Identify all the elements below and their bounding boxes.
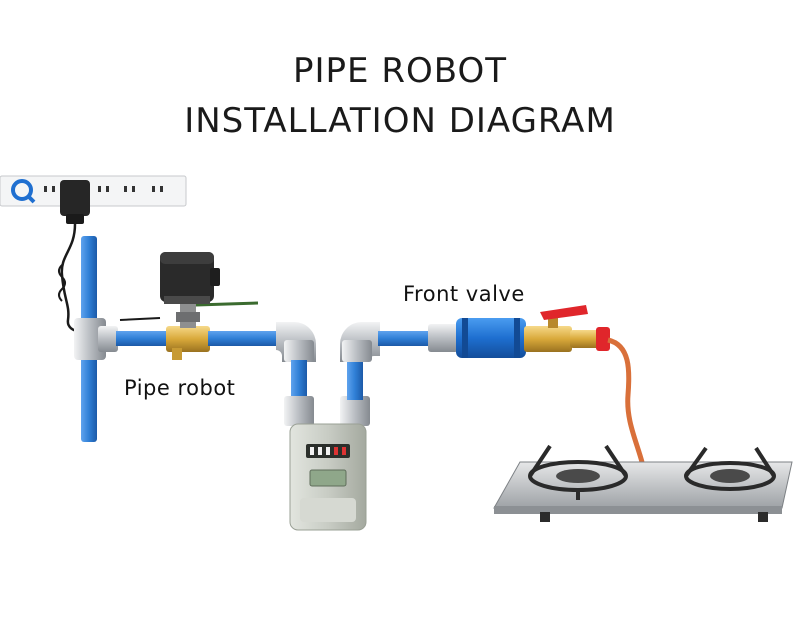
pipe-coupling <box>340 396 370 426</box>
pipe-segment <box>208 331 284 346</box>
pipe-segment <box>347 356 363 400</box>
pipe-coupling <box>284 396 314 426</box>
gas-stove <box>493 444 793 522</box>
title-line-1: PIPE ROBOT <box>293 51 507 91</box>
elbow-fitting <box>340 322 380 362</box>
front-valve <box>524 305 610 352</box>
gas-hose <box>607 337 645 463</box>
front-valve-body <box>456 318 526 358</box>
gas-meter <box>289 423 367 531</box>
title-line-2: INSTALLATION DIAGRAM <box>184 101 616 141</box>
pipe-coupling <box>428 324 458 352</box>
power-strip-icon <box>0 175 187 207</box>
pipe-robot-label: Pipe robot <box>124 376 236 400</box>
pipe-robot-actuator <box>119 252 220 321</box>
pipe-segment <box>291 360 307 400</box>
pipe-segment <box>378 331 434 346</box>
pipe-segment <box>116 331 168 346</box>
diagram-title: PIPE ROBOT INSTALLATION DIAGRAM <box>0 46 800 146</box>
front-valve-label: Front valve <box>403 282 525 306</box>
robot-valve <box>166 300 259 360</box>
tee-fitting <box>74 318 106 360</box>
elbow-fitting <box>276 322 316 362</box>
